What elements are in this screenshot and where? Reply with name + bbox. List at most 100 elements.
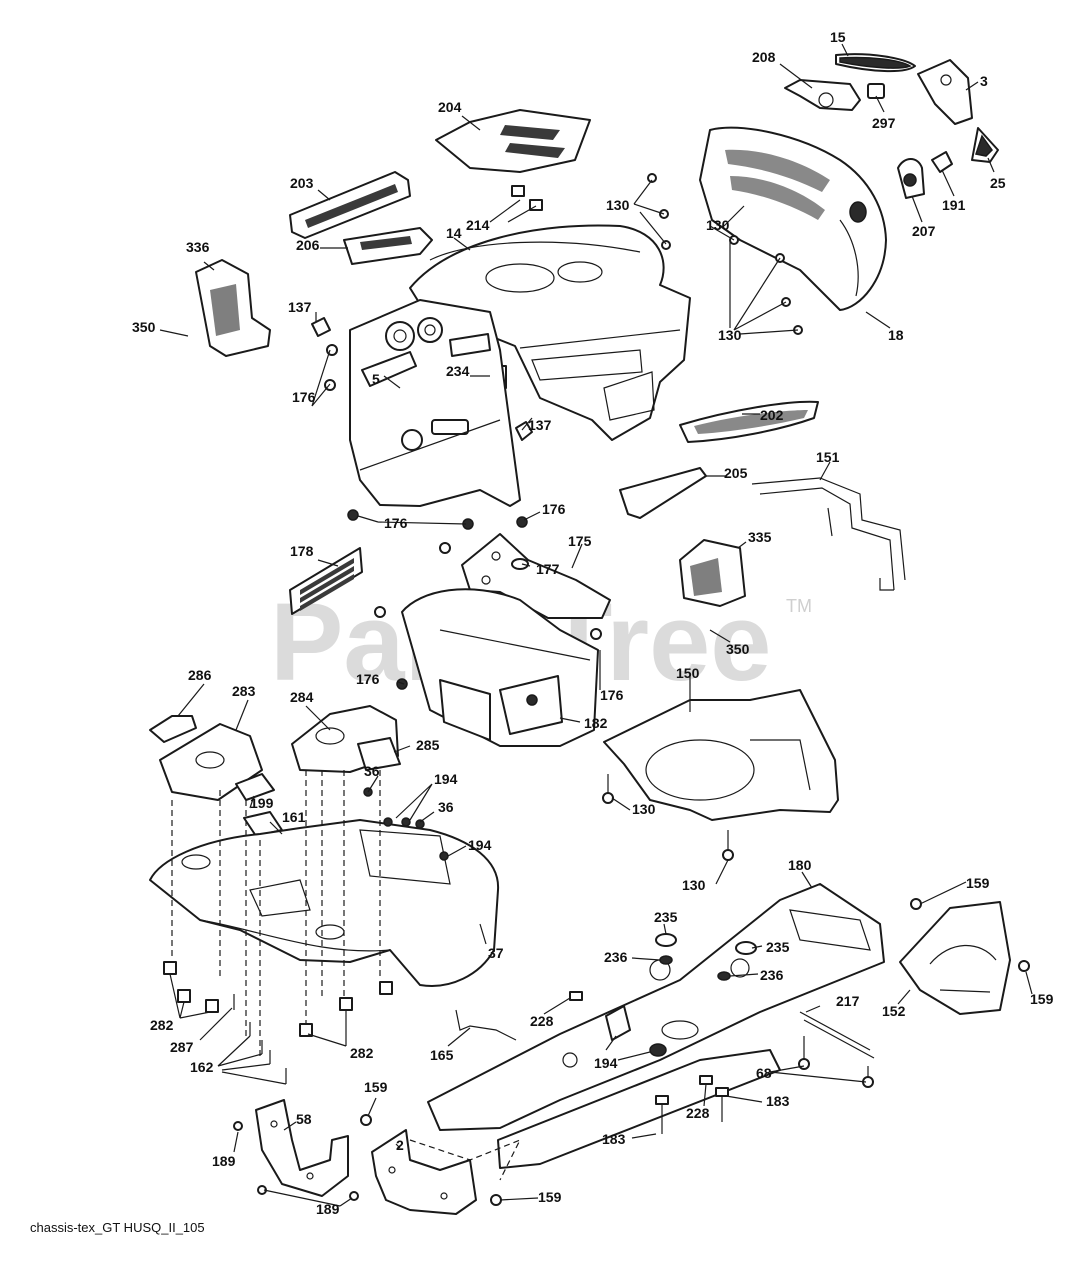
part-152-rear-bracket	[899, 901, 1011, 1015]
part-165-rod	[455, 1009, 517, 1041]
diagram-caption: chassis-tex_GT HUSQ_II_105	[30, 1220, 205, 1235]
callout: 235	[766, 939, 790, 955]
callout: 175	[568, 533, 592, 549]
part-204-hood-insert	[435, 109, 591, 173]
watermark-tm: TM	[786, 596, 812, 616]
callout: 286	[188, 667, 212, 683]
callout: 130	[706, 217, 730, 233]
part-5-dash-panel	[349, 299, 521, 507]
callout: 350	[132, 319, 156, 335]
callout: 203	[290, 175, 314, 191]
callout: 350	[726, 641, 750, 657]
callout: 194	[468, 837, 492, 853]
part-228-bolt	[569, 991, 713, 1085]
callout: 208	[752, 49, 776, 65]
part-151-bracket	[751, 477, 906, 591]
part-286-clip	[149, 715, 197, 743]
part-177-knob	[511, 558, 529, 570]
part-283-pod	[159, 723, 263, 801]
part-159-bolts	[360, 898, 1030, 1206]
part-335-side-panel	[679, 539, 746, 607]
part-208-bracket	[784, 79, 861, 111]
fender-hardware	[363, 787, 449, 861]
callout: 235	[654, 909, 678, 925]
part-14-hood	[409, 224, 691, 441]
callout: 159	[1030, 991, 1054, 1007]
callout: 183	[766, 1093, 790, 1109]
callout: 283	[232, 683, 256, 699]
callout: 217	[836, 993, 860, 1009]
callout: 159	[364, 1079, 388, 1095]
callout: 150	[676, 665, 700, 681]
callout: 182	[584, 715, 608, 731]
callout: 284	[290, 689, 314, 705]
callout: 234	[446, 363, 470, 379]
callout: 130	[682, 877, 706, 893]
callout: 130	[632, 801, 656, 817]
part-183-bolts	[655, 1087, 729, 1134]
callout: 152	[882, 1003, 906, 1019]
part-214-clips	[511, 185, 543, 211]
callout: 335	[748, 529, 772, 545]
part-25-lens	[971, 127, 999, 163]
part-18-front-grille	[699, 126, 887, 311]
callout: 161	[282, 809, 306, 825]
callout: 282	[150, 1017, 174, 1033]
callout: 282	[350, 1045, 374, 1061]
callout: 130	[606, 197, 630, 213]
callout: 199	[250, 795, 274, 811]
part-150-floor-pan	[603, 689, 839, 821]
callout: 137	[288, 299, 312, 315]
callout: 137	[528, 417, 552, 433]
part-205-trim	[619, 467, 707, 519]
part-3-panel	[917, 59, 973, 125]
part-58-bracket	[255, 1099, 349, 1197]
part-203-grille-trim	[289, 171, 411, 239]
callout: 236	[760, 967, 784, 983]
part-176-screws-lower	[374, 542, 602, 690]
callout: 206	[296, 237, 320, 253]
part-236-bushings	[659, 955, 731, 981]
part-217-bracket	[799, 1011, 875, 1059]
part-15-trim	[835, 53, 916, 73]
callout: 176	[292, 389, 316, 405]
callout: 194	[434, 771, 458, 787]
part-137-clip-b	[515, 421, 533, 441]
callout: 191	[942, 197, 966, 213]
callout: 15	[830, 29, 846, 45]
callout: 37	[488, 945, 504, 961]
callout: 159	[966, 875, 990, 891]
callout: 176	[384, 515, 408, 531]
callout: 176	[542, 501, 566, 517]
part-2-bracket	[371, 1129, 477, 1215]
callout: 336	[186, 239, 210, 255]
part-162-screws	[233, 994, 287, 1084]
part-285-cover	[357, 737, 401, 771]
callout: 130	[718, 327, 742, 343]
callout: 178	[290, 543, 314, 559]
dashed-frame-lines	[409, 1138, 522, 1181]
part-282-clips	[163, 961, 393, 1037]
part-137-clip-a	[311, 317, 331, 337]
callout: 189	[212, 1153, 236, 1169]
part-194-bracket	[605, 1005, 667, 1057]
dashed-assembly-lines	[171, 770, 381, 1060]
callout: 194	[594, 1055, 618, 1071]
part-182-front-body	[401, 588, 599, 747]
leader-lines	[159, 43, 1033, 1207]
callout: 36	[438, 799, 454, 815]
callout: 207	[912, 223, 936, 239]
callout: 183	[602, 1131, 626, 1147]
callout: 162	[190, 1059, 214, 1075]
callout: 36	[364, 763, 380, 779]
callout: 18	[888, 327, 904, 343]
callout: 180	[788, 857, 812, 873]
callout-labels: 15 208 3 297 25 191 207 204 203 214 14 1…	[132, 29, 1054, 1217]
part-68-bolts	[798, 1036, 874, 1088]
part-199-trim	[235, 773, 275, 801]
callout: 165	[430, 1047, 454, 1063]
part-336-side-panel	[195, 259, 271, 357]
part-297-clip	[867, 83, 885, 99]
callout: 287	[170, 1039, 194, 1055]
